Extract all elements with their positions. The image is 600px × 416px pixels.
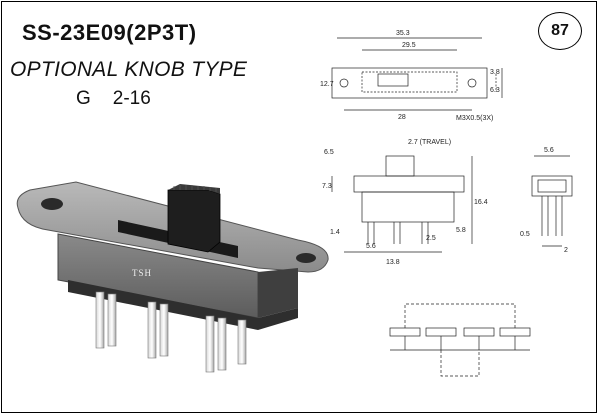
height-left-label: 12.7 <box>320 81 334 88</box>
knob-travel-label: 2.7 (TRAVEL) <box>408 139 451 146</box>
brand-mark: TSH <box>132 268 152 278</box>
knob-code-row: G 2-16 <box>76 88 151 110</box>
top-view-drawing: 35.3 29.5 12.7 3.8 6.3 M3X0.5(3X) 28 <box>320 30 503 122</box>
pin-height-label: 5.8 <box>456 227 466 234</box>
pin-span-label: 2 <box>564 247 568 254</box>
pin-width-label: 1.4 <box>330 229 340 236</box>
overall-height-label: 16.4 <box>474 199 488 206</box>
pin-pitch-label: 2.5 <box>426 235 436 242</box>
mount-hole-left <box>41 198 63 210</box>
side-view-drawing: 5.6 0.5 2 <box>520 147 573 254</box>
circuit-diagram <box>389 303 531 377</box>
switch-photo: TSH <box>16 181 329 373</box>
code-range: 2-16 <box>112 88 151 109</box>
overall-length-label: 35.3 <box>396 30 410 37</box>
body-height-label: 7.3 <box>322 183 332 190</box>
front-view-drawing: 6.5 2.7 (TRAVEL) 7.3 16.4 5.8 1.4 2.5 5.… <box>322 139 488 266</box>
code-letter: G <box>76 88 91 109</box>
height-right-2-label: 6.3 <box>490 87 500 94</box>
height-right-1-label: 3.8 <box>490 69 500 76</box>
hole-pitch-label: 29.5 <box>402 42 416 49</box>
slider-knob <box>167 189 221 253</box>
base-span-2-label: 13.8 <box>386 259 400 266</box>
option-label: OPTIONAL KNOB TYPE <box>10 58 248 81</box>
part-number-title: SS-23E09(2P3T) <box>22 20 197 45</box>
pin-offset-label: 0.5 <box>520 231 530 238</box>
switch-base <box>68 280 298 330</box>
base-span-1-label: 5.6 <box>366 243 376 250</box>
screw-thread-label: M3X0.5(3X) <box>456 115 493 122</box>
mount-hole-right <box>296 253 316 263</box>
top-width-label: 5.6 <box>544 147 554 154</box>
bottom-dim-label: 28 <box>398 114 406 121</box>
knob-width-label: 6.5 <box>324 149 334 156</box>
switch-pins <box>95 291 247 373</box>
page-number-badge: 87 <box>538 12 582 50</box>
